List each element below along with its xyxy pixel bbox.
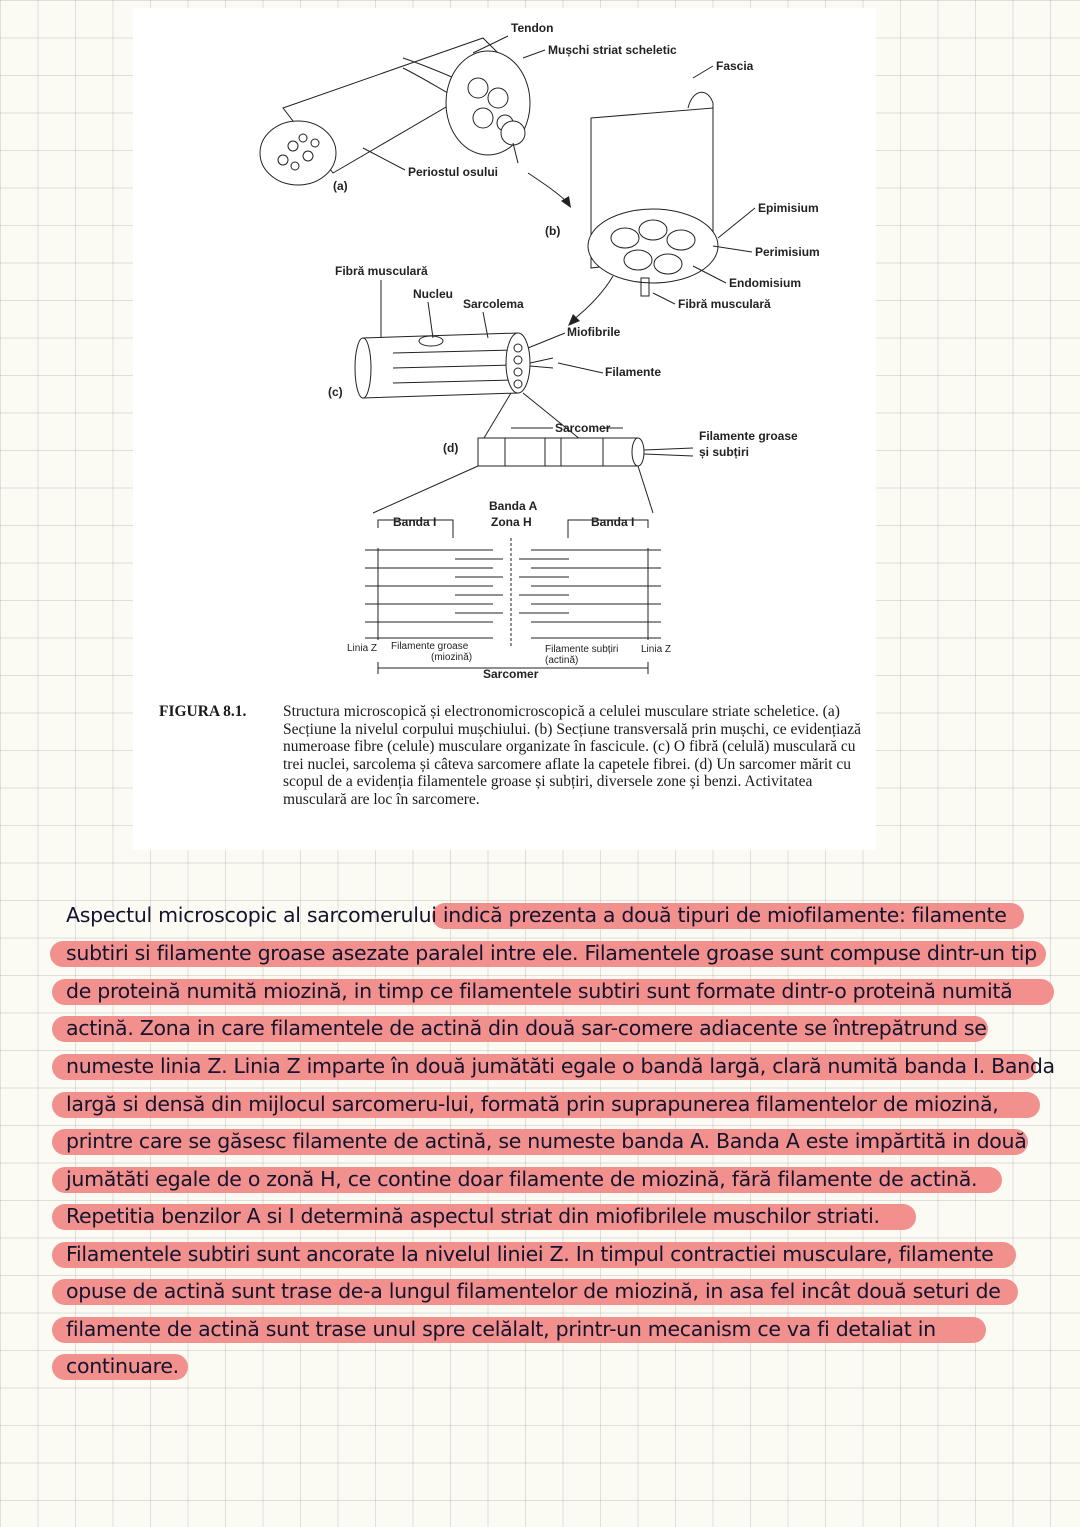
highlight-stroke (52, 1279, 1018, 1305)
highlight-stroke (432, 903, 1024, 929)
bone-muscle-drawing (259, 37, 531, 186)
note-line: subtiri si filamente groase asezate para… (66, 941, 1037, 965)
highlight-stroke (52, 1317, 986, 1343)
highlight-stroke (52, 979, 1054, 1005)
highlight-stroke (52, 1129, 1028, 1155)
label-nucleu: Nucleu (413, 287, 453, 301)
label-filamente: Filamente (605, 365, 661, 379)
label-a: (a) (333, 179, 348, 193)
label-sarcolema: Sarcolema (463, 297, 524, 311)
label-filamente-subtiri-1: Filamente subțiri (545, 644, 618, 655)
label-periost: Periostul osului (408, 165, 498, 179)
label-endomisium: Endomisium (729, 276, 801, 290)
label-filamente-groase-subtiri-2: și subțiri (699, 445, 749, 459)
muscle-structure-figure: Tendon Mușchi striat scheletic Periostul… (133, 8, 876, 850)
highlight-stroke (52, 1016, 988, 1042)
label-sarcomer-top: Sarcomer (555, 421, 611, 435)
label-tendon: Tendon (511, 21, 553, 35)
label-filamente-groase-2: (miozină) (431, 652, 472, 663)
note-line: opuse de actină sunt trase de-a lungul f… (66, 1279, 1001, 1303)
note-line: Repetitia benzilor A si I determină aspe… (66, 1204, 880, 1228)
label-fibra-c: Fibră musculară (335, 264, 428, 278)
label-perimisium: Perimisium (755, 245, 820, 259)
label-linia-z-left: Linia Z (347, 643, 377, 654)
caption-text: Structura microscopică și electronomicro… (283, 703, 862, 808)
label-banda-a: Banda A (489, 499, 538, 513)
label-miofibrile: Miofibrile (567, 325, 621, 339)
caption-label: FIGURA 8.1. (159, 703, 247, 720)
label-c: (c) (328, 385, 343, 399)
note-line: Aspectul microscopic al sarcomerului ind… (66, 903, 1007, 927)
label-muschi: Mușchi striat scheletic (548, 43, 677, 57)
highlight-stroke (52, 1092, 1040, 1118)
myofibril-drawing (477, 437, 694, 467)
sarcomere-drawing (365, 519, 661, 674)
highlight-stroke (52, 1054, 1036, 1080)
label-epimisium: Epimisium (758, 201, 819, 215)
note-line: numeste linia Z. Linia Z imparte în două… (66, 1054, 1055, 1078)
label-banda-i-left: Banda I (393, 515, 436, 529)
note-line: Filamentele subtiri sunt ancorate la niv… (66, 1242, 994, 1266)
highlight-stroke (52, 1204, 916, 1230)
note-line: filamente de actină sunt trase unul spre… (66, 1317, 936, 1341)
muscle-diagram: Tendon Mușchi striat scheletic Periostul… (259, 21, 820, 681)
highlight-stroke (50, 941, 1046, 967)
label-zona-h: Zona H (491, 515, 532, 529)
highlight-stroke (52, 1167, 1002, 1193)
label-linia-z-right: Linia Z (641, 644, 671, 655)
label-d: (d) (443, 441, 458, 455)
note-line: printre care se găsesc filamente de acti… (66, 1129, 1027, 1153)
cross-section-drawing (587, 91, 719, 297)
note-line: continuare. (66, 1354, 179, 1378)
label-filamente-groase-subtiri-1: Filamente groase (699, 429, 798, 443)
note-line: jumătăti egale de o zonă H, ce contine d… (66, 1167, 978, 1191)
note-line: actină. Zona in care filamentele de acti… (66, 1016, 987, 1040)
highlight-stroke (52, 1354, 188, 1380)
note-line: largă si densă din mijlocul sarcomeru-lu… (66, 1092, 999, 1116)
label-fascia: Fascia (716, 59, 754, 73)
label-filamente-groase-1: Filamente groase (391, 641, 469, 652)
note-line: de proteină numită miozină, in timp ce f… (66, 979, 1013, 1003)
label-filamente-subtiri-2: (actină) (545, 655, 578, 666)
highlight-stroke (52, 1242, 1016, 1268)
label-sarcomer-bottom: Sarcomer (483, 667, 539, 681)
fiber-drawing (354, 332, 554, 399)
label-b: (b) (545, 224, 560, 238)
label-banda-i-right: Banda I (591, 515, 634, 529)
label-fibra-b: Fibră musculară (678, 297, 771, 311)
